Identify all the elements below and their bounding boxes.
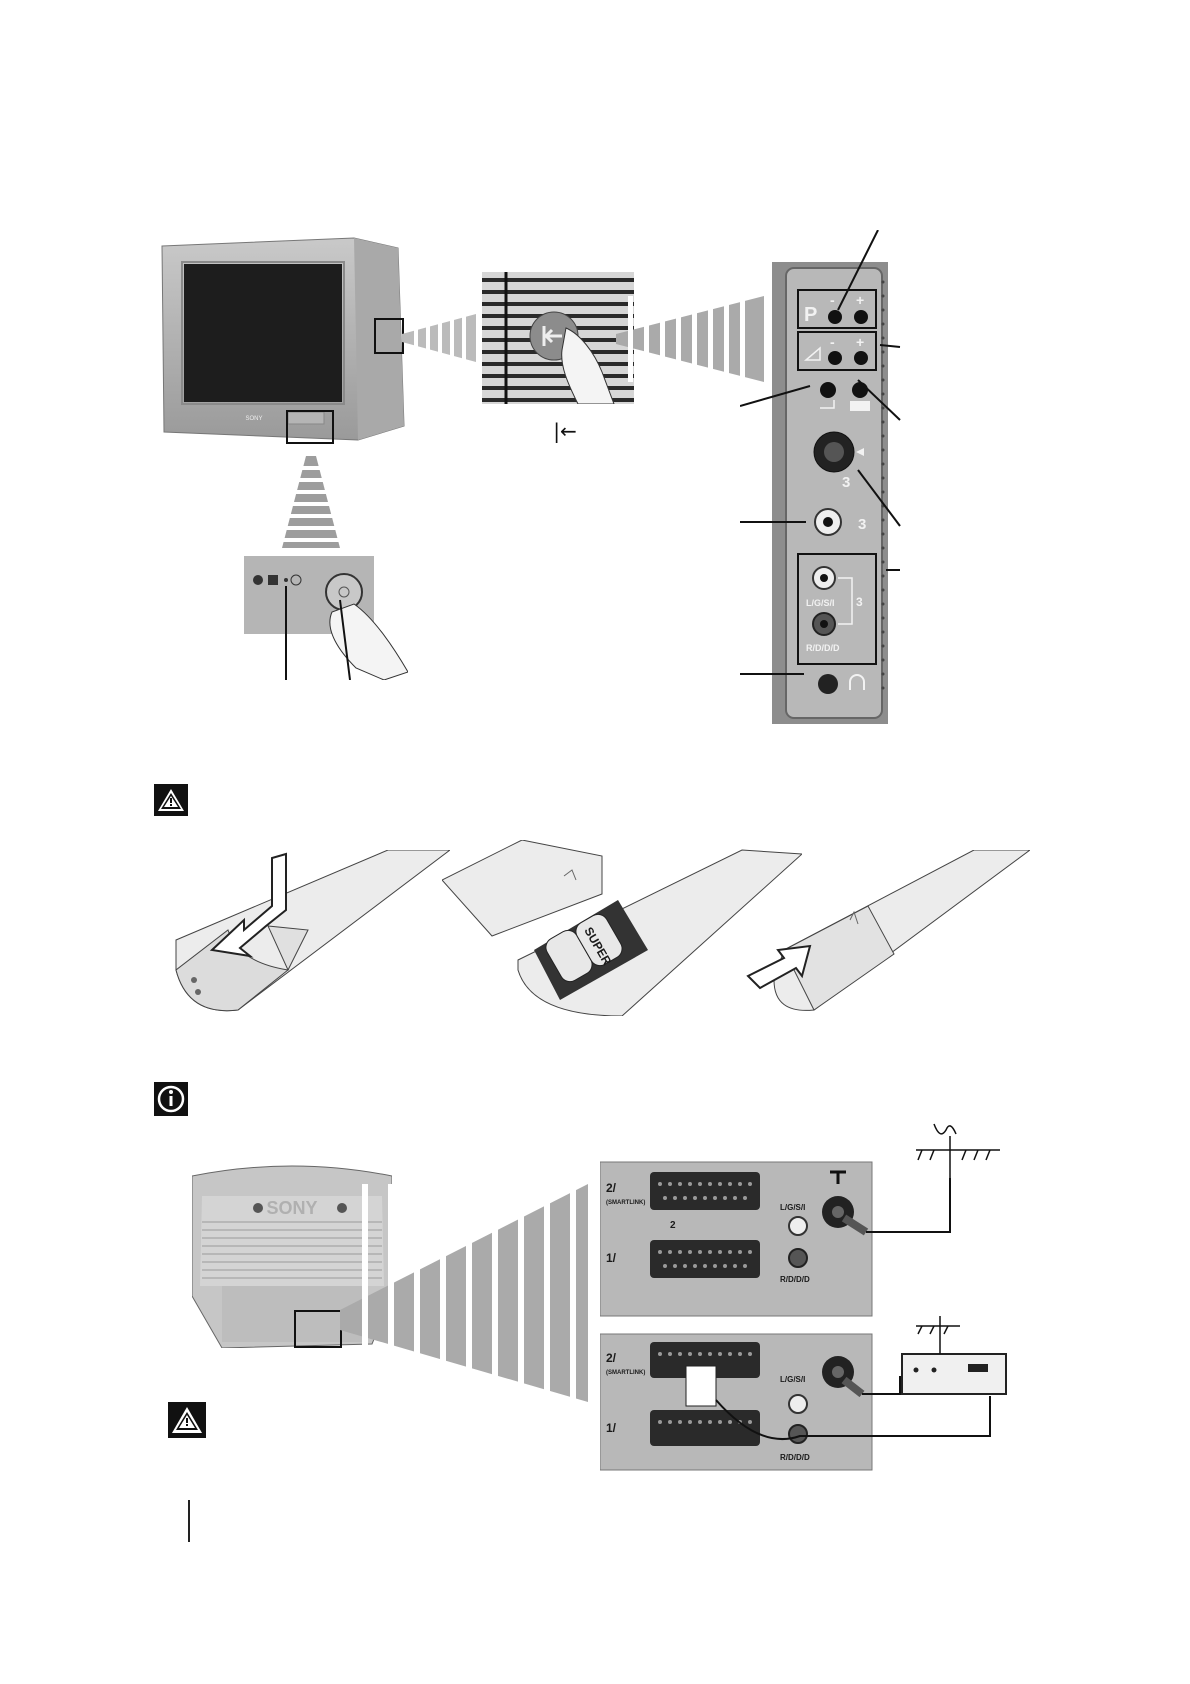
standby-indicator — [253, 575, 263, 585]
zoom-wedge-panel — [616, 296, 764, 382]
input-select-button[interactable] — [820, 382, 836, 398]
warning-icon — [154, 784, 188, 816]
tv-front-illustration: SONY — [158, 236, 408, 442]
volume-minus-label: - — [830, 334, 835, 350]
smartlink-label-vcr: (SMARTLINK) — [606, 1370, 645, 1376]
antenna-symbol-icon — [830, 1170, 846, 1184]
zoom-wedge-rear — [340, 1184, 588, 1402]
input-select-icon — [820, 400, 835, 409]
auto-tuning-icon — [850, 401, 870, 411]
volume-plus-button[interactable] — [854, 351, 868, 365]
volume-plus-label: + — [856, 334, 864, 350]
side-panel-highlight — [374, 318, 404, 354]
scart-plug — [685, 1365, 717, 1407]
front-buttons-highlight — [286, 410, 334, 444]
zoom-wedge-side — [402, 314, 476, 362]
headphone-jack[interactable] — [818, 674, 838, 694]
rear-connector-highlight — [294, 1310, 342, 1348]
scart-2-label-vcr: 2/ — [606, 1351, 617, 1365]
tv-back-illustration: SONY — [192, 1156, 392, 1348]
scart-1-label-vcr: 1/ — [606, 1421, 617, 1435]
power-button[interactable] — [325, 573, 363, 611]
rear-connection-antenna: 2/ (SMARTLINK) 2 1/ L/G/S/I R/D/D/D — [600, 1120, 1022, 1320]
tv-front-brand: SONY — [245, 416, 262, 422]
remote-step-batteries: SUPER — [442, 840, 802, 1016]
info-icon — [154, 1082, 188, 1116]
video-input-label: 3 — [858, 516, 866, 533]
program-minus-label: - — [830, 292, 835, 308]
headphone-icon — [849, 674, 865, 690]
rear-audio-right-label: R/D/D/D — [780, 1275, 810, 1284]
tv-back-brand: SONY — [266, 1198, 317, 1218]
rear-audio-right-jack[interactable] — [788, 1248, 808, 1268]
power-symbol-icon — [290, 574, 302, 586]
audio-right-label: R/D/D/D — [806, 643, 840, 653]
rear-connection-vcr: 2/ (SMARTLINK) 1/ L/G/S/I R/D/D/D — [600, 1310, 1022, 1472]
vcr-device — [901, 1353, 1007, 1395]
vcr-audio-right-label: R/D/D/D — [780, 1453, 810, 1462]
audio-left-label: L/G/S/I — [806, 598, 835, 608]
volume-icon — [803, 346, 821, 361]
scart-1-socket[interactable] — [650, 1240, 760, 1278]
smartlink-label: (SMARTLINK) — [606, 1200, 645, 1206]
roof-antenna-icon — [916, 1123, 1000, 1178]
scart-2-socket[interactable] — [650, 1172, 760, 1210]
audio-group-label: 3 — [856, 595, 863, 609]
zoom-wedge-front-buttons — [282, 456, 340, 548]
rear-audio-left-label: L/G/S/I — [780, 1203, 805, 1212]
scart-2-label: 2/ — [606, 1181, 617, 1195]
vcr-antenna-icon — [916, 1316, 960, 1354]
power-button-closeup — [244, 556, 408, 680]
page-margin-marker — [188, 1500, 190, 1542]
panel-callout-lines — [740, 230, 901, 675]
program-plus-button[interactable] — [854, 310, 868, 324]
program-minus-button[interactable] — [828, 310, 842, 324]
reset-button-closeup — [482, 272, 634, 404]
scart-arrow-2: 2 — [670, 1220, 676, 1231]
reset-button-caption: |← — [553, 419, 577, 443]
svideo-input-label: 3 — [842, 474, 850, 491]
warning-icon-connection — [168, 1402, 206, 1438]
vcr-audio-left-label: L/G/S/I — [780, 1375, 805, 1384]
volume-minus-button[interactable] — [828, 351, 842, 365]
scart-1-label: 1/ — [606, 1251, 617, 1265]
front-control-panel: P - + - + 3 3 L/G/S/I R/D/D/D 3 — [772, 262, 888, 724]
rear-audio-left-jack[interactable] — [788, 1216, 808, 1236]
remote-step-open — [168, 850, 450, 1016]
program-label: P — [804, 304, 817, 326]
program-plus-label: + — [856, 292, 864, 308]
remote-step-close — [744, 850, 1030, 1016]
